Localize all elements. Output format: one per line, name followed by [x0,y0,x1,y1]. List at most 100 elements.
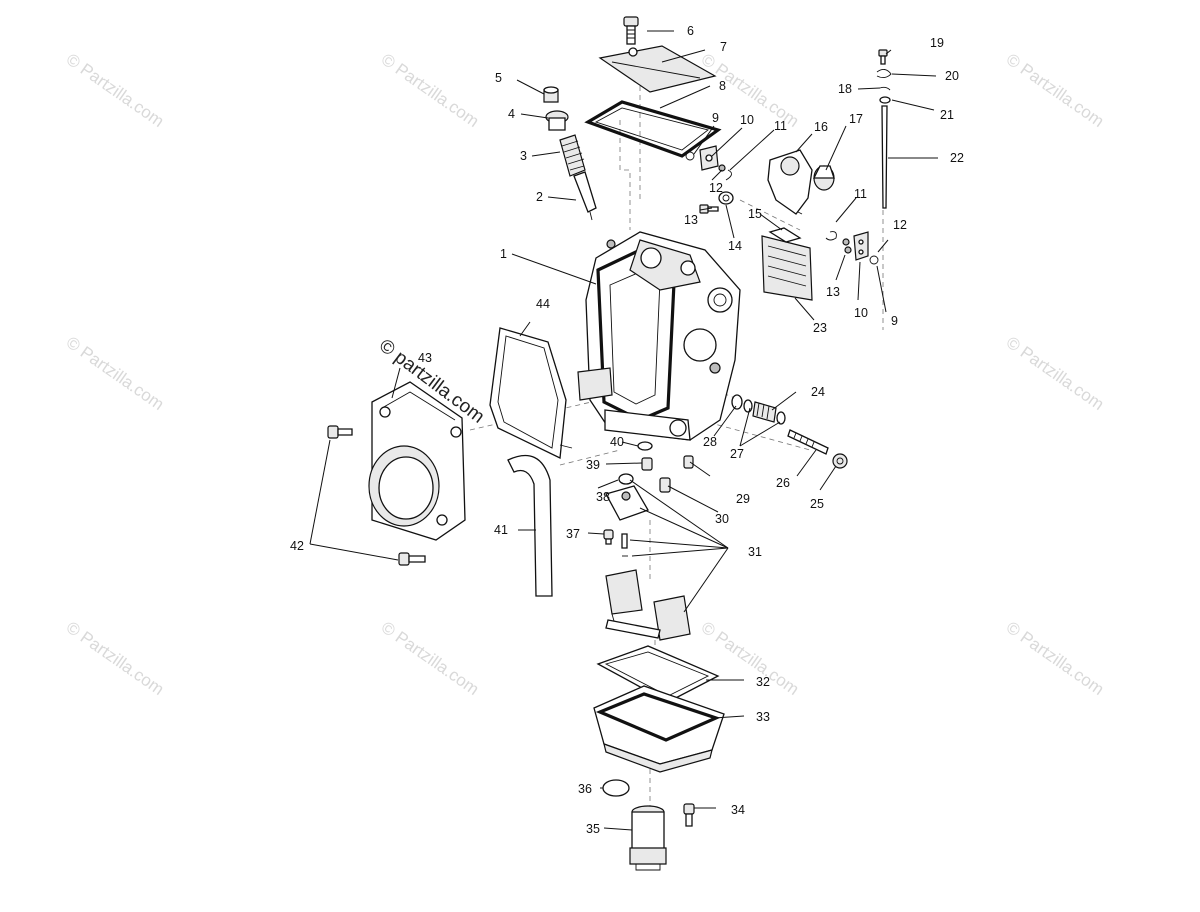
callout-11-left: 11 [774,119,787,133]
callout-21: 21 [940,108,954,122]
part-30-jet [659,477,671,493]
part-4-holder [545,110,569,131]
part-43-intake-adapter [368,381,466,541]
callout-43: 43 [418,351,432,365]
part-5-cap [543,86,559,103]
callout-11-right: 11 [854,187,867,201]
part-20-clip [876,69,892,79]
callout-40: 40 [610,435,624,449]
part-7-top-cover [598,45,717,93]
part-38-oring [618,473,634,485]
part-14-bushing [718,191,734,205]
callout-7: 7 [720,40,727,54]
callout-26: 26 [776,476,790,490]
part-33-float-bowl [593,685,725,773]
callout-10-left: 10 [740,113,754,127]
part-26-pilot-screw [787,429,829,455]
part-3-spring [559,134,586,177]
callout-13-right: 13 [826,285,840,299]
callout-12-right: 12 [893,218,907,232]
callout-8: 8 [719,79,726,93]
part-9-clip-right [869,255,879,265]
part-39-jet [641,457,653,471]
callout-9-left: 9 [712,111,719,125]
part-28-washer [731,394,743,410]
part-41-vent-hose [507,454,553,597]
part-29-jet [683,455,694,469]
part-11-spring-right [825,231,837,241]
part-1-carburetor-body [577,231,741,441]
callout-15: 15 [748,207,762,221]
callout-5: 5 [495,71,502,85]
part-18-eclip [879,86,891,91]
part-40-oring [637,441,653,451]
part-19-screw-top [878,49,888,65]
callout-3: 3 [520,149,527,163]
callout-32: 32 [756,675,770,689]
part-24-spring [752,401,777,423]
part-35-drain-plug [629,805,667,871]
callout-30: 30 [715,512,729,526]
callout-labels: 1 2 3 4 5 6 7 8 9 10 11 12 13 14 15 16 1… [290,24,964,836]
part-16-lever-housing [767,149,813,215]
callout-1: 1 [500,247,507,261]
part-27-washer-b [776,411,786,425]
part-11-spring-left [725,169,732,181]
callout-22: 22 [950,151,964,165]
watermark: © Partzilla.com [1003,618,1108,699]
watermark: © Partzilla.com [1003,333,1108,414]
callout-2: 2 [536,190,543,204]
watermark: © Partzilla.com [378,50,483,131]
part-6-screw [623,16,639,45]
callout-18: 18 [838,82,852,96]
part-25-knob [832,453,848,469]
callout-25: 25 [810,497,824,511]
part-44-gasket [489,327,573,459]
callout-44: 44 [536,297,550,311]
callout-34: 34 [731,803,745,817]
callout-41: 41 [494,523,508,537]
part-34-bowl-screw [683,803,695,827]
callout-20: 20 [945,69,959,83]
watermark: © Partzilla.com [63,618,168,699]
part-13-washers-right [842,238,852,254]
watermark: © Partzilla.com [63,50,168,131]
part-9-clip-left [685,151,695,161]
part-22-needle-rod [881,105,888,209]
part-2-needle [573,171,597,221]
callout-12-left: 12 [709,181,723,195]
callout-4: 4 [508,107,515,121]
callout-31: 31 [748,545,762,559]
part-42-screw-upper [327,425,353,439]
callout-35: 35 [586,822,600,836]
callout-28: 28 [703,435,717,449]
part-31-float [605,569,691,641]
watermark: © Partzilla.com [63,333,168,414]
watermark: © Partzilla.com [698,618,803,699]
part-17-sleeve [812,165,835,191]
callout-23: 23 [813,321,827,335]
callout-9-right: 9 [891,314,898,328]
callout-27: 27 [730,447,744,461]
callout-19: 19 [930,36,944,50]
callout-36: 36 [578,782,592,796]
watermark: © Partzilla.com [1003,50,1108,131]
callout-10-right: 10 [854,306,868,320]
callout-33: 33 [756,710,770,724]
watermark: © Partzilla.com [378,618,483,699]
part-31-needle-valve [621,533,628,557]
callout-42: 42 [290,539,304,553]
callout-24: 24 [811,385,825,399]
callout-13-left: 13 [684,213,698,227]
part-31-float-pin-bracket [605,485,649,521]
callout-38: 38 [596,490,610,504]
part-37-screw [603,529,614,545]
callout-14: 14 [728,239,742,253]
callout-29: 29 [736,492,750,506]
callout-6: 6 [687,24,694,38]
part-42-screw-lower [398,552,426,566]
part-10-plate-right [853,231,869,261]
part-23-diaphragm-plate [761,227,813,301]
callout-16: 16 [814,120,828,134]
